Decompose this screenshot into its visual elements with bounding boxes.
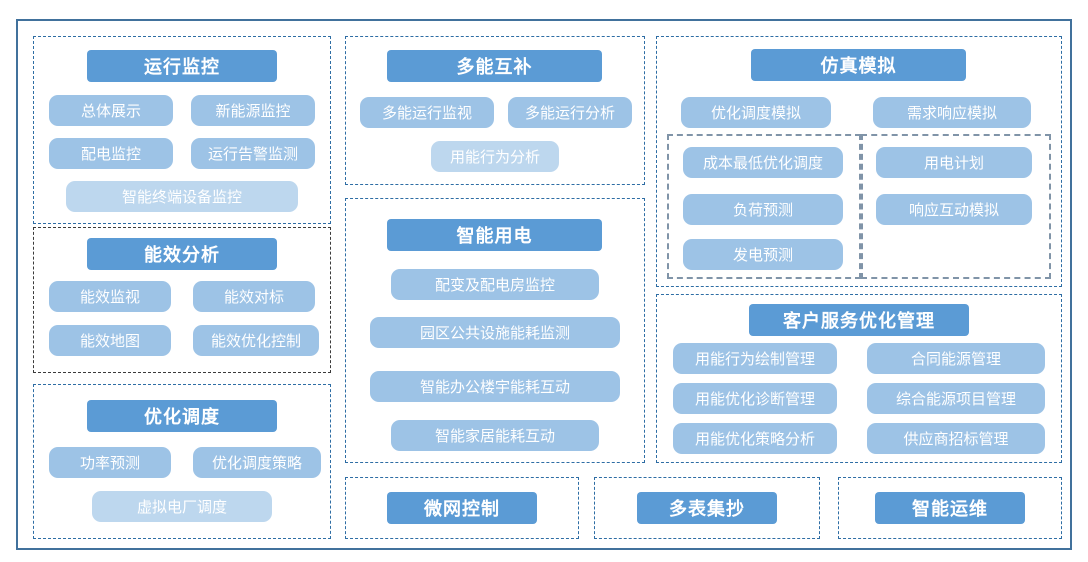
btn-power-forecast[interactable]: 功率预测 <box>49 447 171 478</box>
simulation-header[interactable]: 仿真模拟 <box>751 49 966 81</box>
outer-frame <box>16 19 1072 550</box>
section-smart-power-use: 智能用电 配变及配电房监控 园区公共设施能耗监测 智能办公楼宇能耗互动 智能家居… <box>345 198 645 463</box>
optimal-dispatch-header[interactable]: 优化调度 <box>87 400 277 432</box>
section-microgrid-control: 微网控制 <box>345 477 579 539</box>
simulation-subgroup-right: 用电计划 响应互动模拟 <box>861 134 1051 279</box>
btn-virtual-power-plant-dispatch[interactable]: 虚拟电厂调度 <box>92 491 272 522</box>
multi-energy-header[interactable]: 多能互补 <box>387 50 602 82</box>
btn-operation-alarm-monitoring[interactable]: 运行告警监测 <box>191 138 315 169</box>
smart-power-header[interactable]: 智能用电 <box>387 219 602 251</box>
section-multi-meter-reading: 多表集抄 <box>594 477 820 539</box>
simulation-subgroup-left: 成本最低优化调度 负荷预测 发电预测 <box>667 134 861 279</box>
btn-transformer-room-monitoring[interactable]: 配变及配电房监控 <box>391 269 599 300</box>
operation-monitoring-header[interactable]: 运行监控 <box>87 50 277 82</box>
energy-efficiency-header[interactable]: 能效分析 <box>87 238 277 270</box>
btn-new-energy-monitoring[interactable]: 新能源监控 <box>191 95 315 126</box>
btn-integrated-energy-project-management[interactable]: 综合能源项目管理 <box>867 383 1045 414</box>
btn-generation-forecast[interactable]: 发电预测 <box>683 239 843 270</box>
btn-distribution-monitoring[interactable]: 配电监控 <box>49 138 173 169</box>
btn-efficiency-optimization-control[interactable]: 能效优化控制 <box>193 325 319 356</box>
customer-service-header[interactable]: 客户服务优化管理 <box>749 304 969 336</box>
btn-energy-behavior-analysis[interactable]: 用能行为分析 <box>431 141 559 172</box>
btn-lowest-cost-dispatch[interactable]: 成本最低优化调度 <box>683 147 843 178</box>
section-customer-service-management: 客户服务优化管理 用能行为绘制管理 用能优化诊断管理 用能优化策略分析 合同能源… <box>656 294 1062 463</box>
multi-meter-reading-header[interactable]: 多表集抄 <box>637 492 777 524</box>
btn-multi-energy-operation-monitoring[interactable]: 多能运行监视 <box>360 97 494 128</box>
btn-energy-optimization-diagnosis-management[interactable]: 用能优化诊断管理 <box>673 383 837 414</box>
section-optimal-dispatch: 优化调度 功率预测 优化调度策略 虚拟电厂调度 <box>33 384 331 539</box>
btn-demand-response-simulation[interactable]: 需求响应模拟 <box>873 97 1031 128</box>
smart-om-header[interactable]: 智能运维 <box>875 492 1025 524</box>
section-operation-monitoring: 运行监控 总体展示 新能源监控 配电监控 运行告警监测 智能终端设备监控 <box>33 36 331 224</box>
btn-efficiency-monitoring[interactable]: 能效监视 <box>49 281 171 312</box>
btn-park-facility-energy-monitoring[interactable]: 园区公共设施能耗监测 <box>370 317 620 348</box>
btn-multi-energy-operation-analysis[interactable]: 多能运行分析 <box>508 97 632 128</box>
btn-power-use-plan[interactable]: 用电计划 <box>876 147 1032 178</box>
btn-efficiency-map[interactable]: 能效地图 <box>49 325 171 356</box>
section-smart-operation-maintenance: 智能运维 <box>838 477 1062 539</box>
btn-supplier-bidding-management[interactable]: 供应商招标管理 <box>867 423 1045 454</box>
btn-smart-home-energy-interaction[interactable]: 智能家居能耗互动 <box>391 420 599 451</box>
btn-dispatch-simulation[interactable]: 优化调度模拟 <box>681 97 831 128</box>
section-energy-efficiency-analysis: 能效分析 能效监视 能效对标 能效地图 能效优化控制 <box>33 227 331 373</box>
btn-contract-energy-management[interactable]: 合同能源管理 <box>867 343 1045 374</box>
btn-efficiency-benchmarking[interactable]: 能效对标 <box>193 281 315 312</box>
btn-load-forecast[interactable]: 负荷预测 <box>683 194 843 225</box>
btn-energy-optimization-strategy-analysis[interactable]: 用能优化策略分析 <box>673 423 837 454</box>
btn-response-interaction-simulation[interactable]: 响应互动模拟 <box>876 194 1032 225</box>
btn-dispatch-strategy[interactable]: 优化调度策略 <box>193 447 321 478</box>
btn-smart-terminal-device-monitoring[interactable]: 智能终端设备监控 <box>66 181 298 212</box>
btn-overall-display[interactable]: 总体展示 <box>49 95 173 126</box>
microgrid-control-header[interactable]: 微网控制 <box>387 492 537 524</box>
btn-energy-behavior-mapping-management[interactable]: 用能行为绘制管理 <box>673 343 837 374</box>
btn-office-building-energy-interaction[interactable]: 智能办公楼宇能耗互动 <box>370 371 620 402</box>
section-multi-energy-complementary: 多能互补 多能运行监视 多能运行分析 用能行为分析 <box>345 36 645 185</box>
section-simulation: 仿真模拟 优化调度模拟 需求响应模拟 成本最低优化调度 负荷预测 发电预测 用电… <box>656 36 1062 287</box>
